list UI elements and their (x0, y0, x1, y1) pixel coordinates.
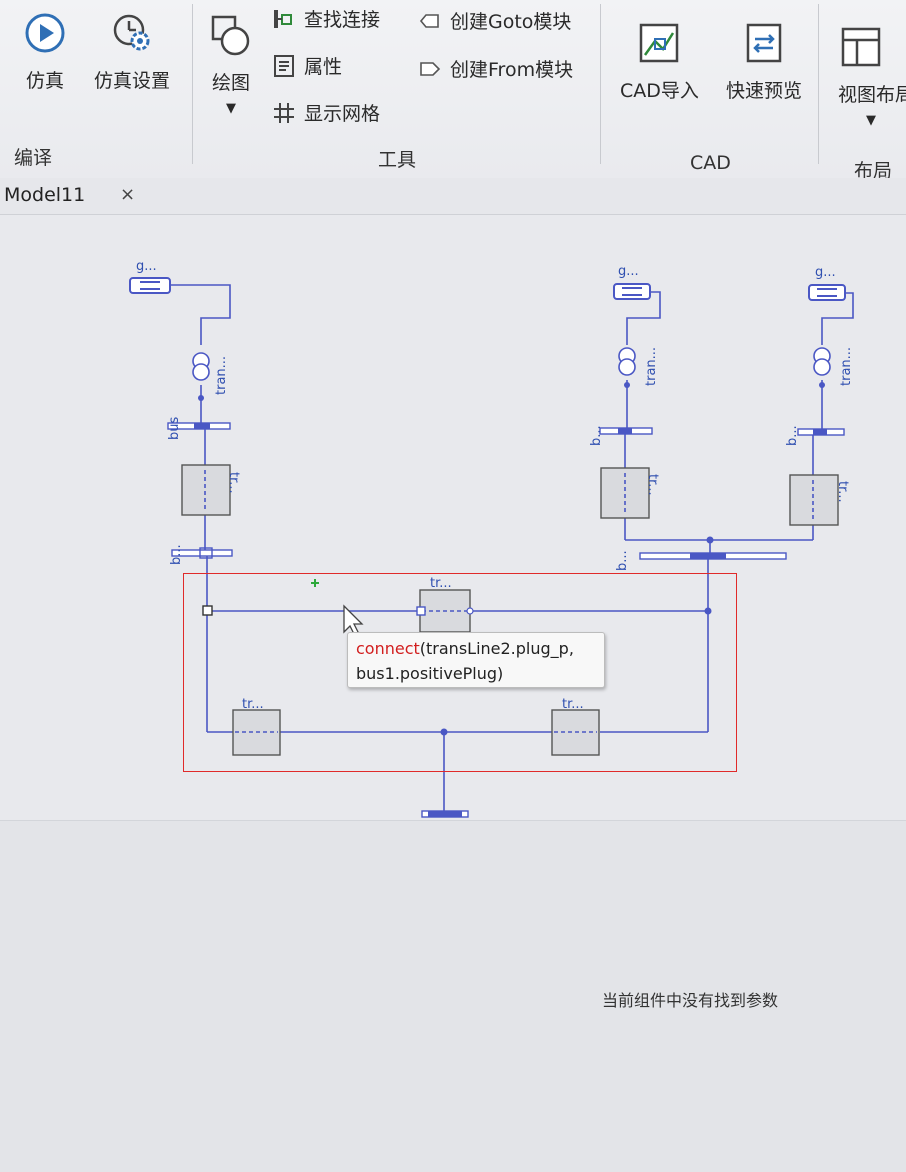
create-goto-button[interactable]: 创建Goto模块 (418, 7, 571, 34)
generator-symbol[interactable] (613, 283, 651, 300)
bus-b1-label: b... (169, 544, 184, 565)
gen1-label: g... (136, 259, 157, 274)
line-mid-label: tr... (645, 474, 660, 496)
find-connection-button[interactable]: 查找连接 (272, 5, 380, 32)
cad-import-label: CAD导入 (620, 80, 699, 102)
simulation-settings-button[interactable]: 仿真设置 (94, 10, 170, 93)
group-divider (818, 4, 819, 164)
plus-icon (311, 579, 319, 587)
simulate-button[interactable]: 仿真 (22, 10, 68, 93)
shapes-icon (208, 12, 254, 58)
bus-bar[interactable] (171, 547, 233, 559)
selection-highlight (183, 573, 737, 772)
cad-import-button[interactable]: CAD导入 (620, 20, 699, 103)
transmission-line-block[interactable] (181, 464, 231, 516)
chevron-down-icon[interactable]: ▼ (226, 101, 236, 116)
line-left-label: tr... (226, 472, 241, 494)
transformer-symbol[interactable] (618, 347, 636, 376)
view-layout-button[interactable]: 视图布局 ▼ (838, 24, 906, 128)
preview-arrows-icon (741, 20, 787, 66)
bus-b3-label: b... (785, 425, 800, 446)
transformer-symbol[interactable] (813, 347, 831, 376)
transmission-line-block[interactable] (600, 467, 650, 519)
bus-bar[interactable] (797, 428, 845, 436)
from-tag-icon (418, 57, 442, 81)
junction-dot (198, 382, 825, 736)
connect-search-icon (272, 7, 296, 31)
generator-symbol[interactable] (129, 277, 171, 294)
layout-panels-icon (838, 24, 884, 70)
gear-clock-icon (109, 10, 155, 56)
tran1-label: tran... (214, 356, 229, 395)
bus-b2-label: b... (589, 425, 604, 446)
line-bottom-right-label: tr... (562, 697, 584, 712)
close-icon[interactable]: × (120, 184, 136, 205)
show-grid-label: 显示网格 (304, 103, 381, 125)
gen3-label: g... (815, 265, 836, 280)
transmission-line-block[interactable] (416, 589, 474, 633)
tab-model11-label: Model11 (4, 184, 86, 206)
gen2-label: g... (618, 264, 639, 279)
tooltip-args-line2: bus1.positivePlug) (356, 664, 504, 683)
properties-icon (272, 54, 296, 78)
transformer-symbol[interactable] (192, 352, 210, 381)
simulation-settings-label: 仿真设置 (94, 70, 171, 92)
tran3-label: tran... (839, 347, 854, 386)
document-tab-bar: Model11 × (0, 178, 906, 215)
draw-label: 绘图 (211, 72, 250, 94)
transmission-line-block[interactable] (232, 709, 281, 756)
transmission-line-block[interactable] (551, 709, 600, 756)
tooltip-keyword: connect (356, 639, 420, 658)
layout-group-label: 布局 (854, 160, 893, 182)
tools-group-label: 工具 (378, 149, 417, 171)
cad-import-icon (636, 20, 682, 66)
properties-button[interactable]: 属性 (272, 52, 342, 79)
bus-bar-wide[interactable] (639, 552, 787, 560)
simulate-label: 仿真 (25, 70, 64, 92)
create-goto-label: 创建Goto模块 (450, 11, 572, 33)
play-icon (22, 10, 68, 56)
port-selected[interactable] (202, 605, 213, 616)
bus-bar-bottom[interactable] (421, 810, 469, 818)
transmission-line-block[interactable] (789, 474, 839, 526)
cad-group-label: CAD (690, 152, 731, 174)
circuit-diagram[interactable]: g... g... g... tran... tran... tran... b… (0, 215, 906, 820)
properties-label: 属性 (304, 56, 343, 78)
grid-icon (272, 101, 296, 125)
compile-group-label: 编译 (14, 147, 53, 169)
line-bottom-left-label: tr... (242, 697, 264, 712)
create-from-label: 创建From模块 (450, 59, 574, 81)
find-connection-label: 查找连接 (304, 9, 381, 31)
bus-bar[interactable] (599, 427, 653, 435)
bus-main-label: bus (167, 417, 182, 440)
quick-preview-label: 快速预览 (726, 80, 803, 102)
ribbon-toolbar: 仿真 仿真设置 编译 绘图 ▼ (0, 0, 906, 182)
group-divider (192, 4, 193, 164)
tran2-label: tran... (644, 347, 659, 386)
line-top-label: tr... (430, 576, 452, 591)
tooltip-args-line1: (transLine2.plug_p, (419, 639, 574, 658)
connect-tooltip: connect(transLine2.plug_p, bus1.positive… (347, 632, 605, 688)
draw-button[interactable]: 绘图 ▼ (208, 12, 254, 116)
bus-b4-label: b... (615, 550, 630, 571)
line-right-label: tr... (835, 481, 850, 503)
generator-symbol[interactable] (808, 284, 846, 301)
group-divider (600, 4, 601, 164)
show-grid-button[interactable]: 显示网格 (272, 99, 380, 126)
quick-preview-button[interactable]: 快速预览 (726, 20, 802, 103)
view-layout-label: 视图布局 (838, 84, 906, 106)
create-from-button[interactable]: 创建From模块 (418, 55, 573, 82)
no-parameters-message: 当前组件中没有找到参数 (602, 991, 779, 1010)
goto-tag-icon (418, 9, 442, 33)
bus-bar[interactable] (167, 422, 231, 430)
tab-model11[interactable]: Model11 × (0, 178, 160, 212)
diagram-canvas[interactable]: g... g... g... tran... tran... tran... b… (0, 215, 906, 820)
chevron-down-icon[interactable]: ▼ (866, 113, 876, 128)
parameter-panel (0, 820, 906, 1172)
